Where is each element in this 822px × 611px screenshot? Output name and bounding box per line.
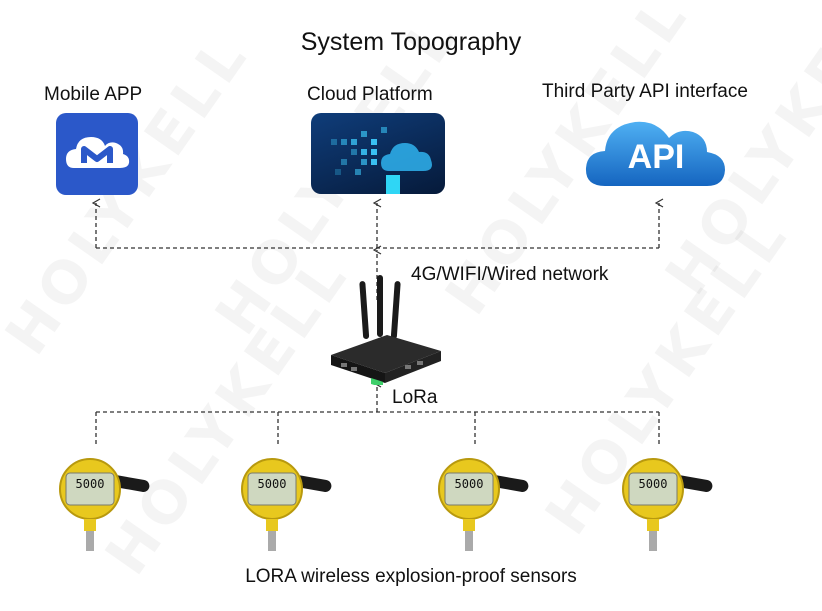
- sensor-device: 5000: [222, 455, 342, 551]
- cloud-platform-label: Cloud Platform: [307, 84, 433, 105]
- api-badge-text: API: [627, 138, 685, 176]
- sensor-device: 5000: [419, 455, 539, 551]
- diagram-title: System Topography: [300, 28, 522, 56]
- api-cloud-icon: API: [583, 110, 729, 195]
- lora-link-label: LoRa: [392, 387, 438, 408]
- sensor-readout: 5000: [638, 477, 668, 491]
- cloud-platform-icon: [311, 113, 445, 194]
- sensors-label: LORA wireless explosion-proof sensors: [245, 566, 577, 587]
- sensor-readout: 5000: [75, 477, 105, 491]
- sensor-readout: 5000: [454, 477, 484, 491]
- network-label: 4G/WIFI/Wired network: [411, 264, 609, 285]
- third-party-api-label: Third Party API interface: [542, 81, 748, 102]
- sensor-readout: 5000: [257, 477, 287, 491]
- sensor-device: 5000: [603, 455, 723, 551]
- lora-gateway-icon: [325, 275, 445, 390]
- mobile-app-label: Mobile APP: [44, 84, 143, 105]
- cloud-m-icon: [56, 113, 138, 195]
- sensor-device: 5000: [40, 455, 160, 551]
